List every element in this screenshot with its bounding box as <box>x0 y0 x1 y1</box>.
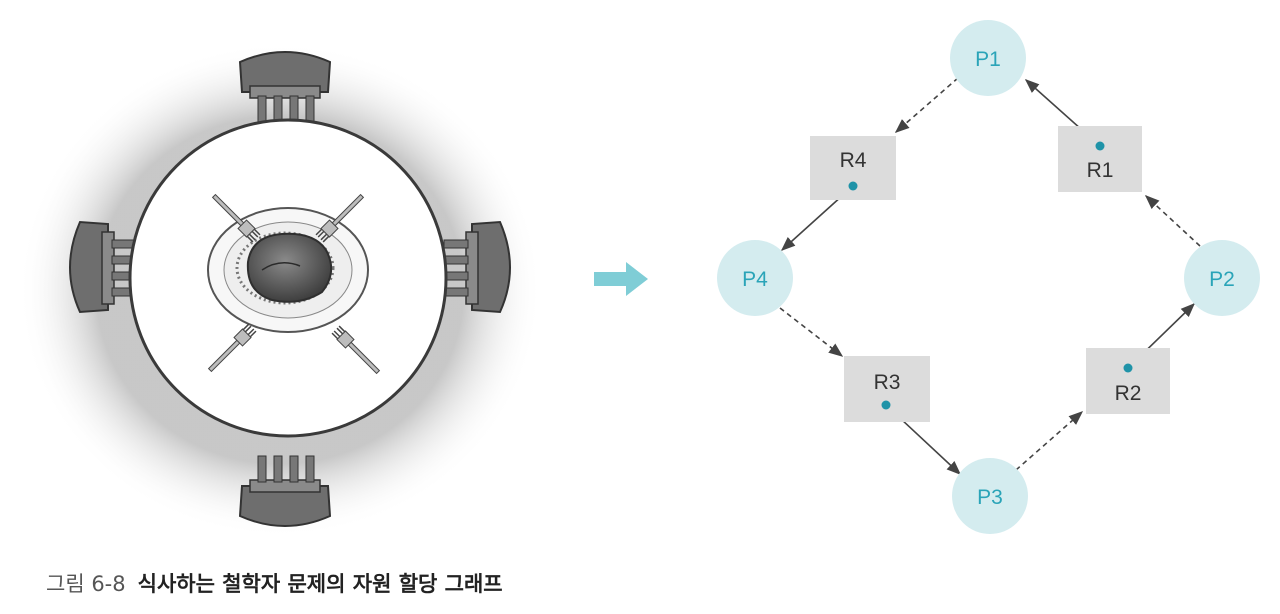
resource-instance-dot <box>848 181 858 191</box>
fork-top-left <box>211 193 261 243</box>
chair-bottom <box>238 455 332 527</box>
chair-top <box>238 51 332 123</box>
process-node-p3: P3 <box>952 458 1028 534</box>
resource-label: R2 <box>1115 382 1142 405</box>
resource-instance-dot <box>1095 141 1105 151</box>
resource-label: R3 <box>874 371 901 394</box>
edge-p1-to-r4 <box>894 77 959 133</box>
transform-arrow-icon <box>594 262 648 296</box>
process-label: P2 <box>1209 268 1235 291</box>
process-label: P3 <box>977 486 1003 509</box>
resource-label: R4 <box>840 149 867 172</box>
fork-top-right <box>315 193 365 243</box>
food-dish <box>235 231 335 305</box>
edge-p2-to-r1 <box>1144 195 1201 247</box>
resource-label: R1 <box>1087 159 1114 182</box>
resource-node-r2: R2 <box>1086 348 1170 414</box>
resource-instance-dot <box>881 400 891 410</box>
figure-caption: 그림 6-8 식사하는 철학자 문제의 자원 할당 그래프 <box>46 568 503 602</box>
edge-p4-to-r3 <box>779 307 844 357</box>
process-node-p1: P1 <box>950 20 1026 96</box>
resource-node-r1: R1 <box>1058 126 1142 192</box>
resource-node-r4: R4 <box>810 136 896 200</box>
resource-allocation-graph: R4 R1 R3 R2 P1 P2 P3 <box>717 20 1260 534</box>
resource-node-r3: R3 <box>844 356 930 422</box>
figure-canvas: R4 R1 R3 R2 P1 P2 P3 <box>18 20 1260 538</box>
chair-right <box>443 220 511 314</box>
process-label: P1 <box>975 48 1001 71</box>
figure-number: 그림 6-8 <box>46 572 126 596</box>
figure-title: 식사하는 철학자 문제의 자원 할당 그래프 <box>137 572 503 596</box>
process-node-p4: P4 <box>717 240 793 316</box>
resource-instance-dot <box>1123 363 1133 373</box>
process-node-p2: P2 <box>1184 240 1260 316</box>
edge-p3-to-r2 <box>1015 411 1084 471</box>
fork-bottom-right <box>331 325 381 375</box>
dining-table-illustration <box>18 42 542 538</box>
process-label: P4 <box>742 268 768 291</box>
fork-bottom-left <box>207 323 257 373</box>
